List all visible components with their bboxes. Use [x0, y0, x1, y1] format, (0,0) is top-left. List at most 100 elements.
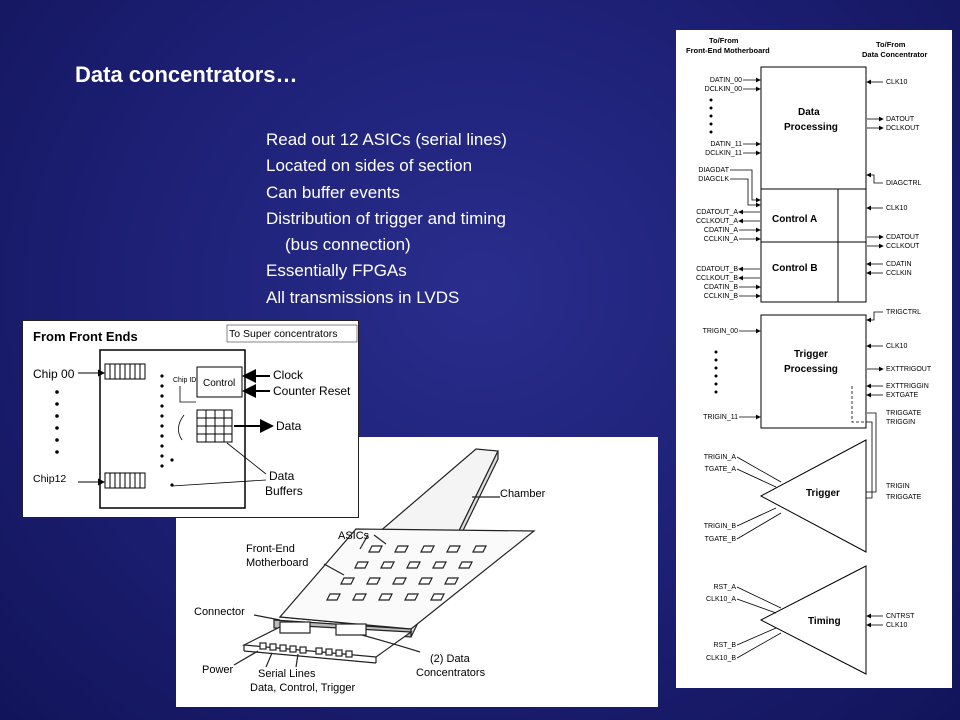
- concentrator-schematic: To/From Front-End Motherboard To/From Da…: [686, 36, 932, 675]
- motherboard-label: Motherboard: [246, 557, 308, 569]
- chip-00-label: Chip 00: [33, 367, 75, 381]
- control-a-block: [760, 188, 867, 243]
- motherboard: [278, 528, 536, 630]
- signal-label: DATIN_11: [710, 141, 742, 148]
- trigger-label: Trigger: [806, 488, 840, 499]
- data-processing-sub-label: Processing: [784, 122, 838, 133]
- signal-label: EXTGATE: [886, 392, 918, 399]
- serial-lines-sub-label: Data, Control, Trigger: [250, 682, 355, 694]
- signal-label: TGATE_A: [705, 466, 737, 473]
- signal-label: CLK10_B: [706, 655, 736, 662]
- signal-label: CCLKOUT_A: [696, 218, 738, 225]
- signal-label: CCLKIN_A: [704, 236, 739, 243]
- asic-grid: [326, 545, 487, 601]
- data-buffers-label: Data: [269, 469, 295, 483]
- clock-label: Clock: [273, 368, 304, 382]
- header-right: To/From: [876, 40, 906, 49]
- header-left: To/From: [709, 36, 739, 45]
- signal-label: DCLKOUT: [886, 125, 920, 132]
- serial-lines-label: Serial Lines: [258, 668, 316, 680]
- concentrator-chip: [335, 623, 367, 636]
- slide-title: Data concentrators…: [75, 62, 298, 87]
- signal-label: CCLKOUT_B: [696, 275, 738, 282]
- asics-label: ASICs: [338, 530, 370, 542]
- signal-label: EXTTRIGGIN: [886, 383, 929, 390]
- bullet-item: All transmissions in LVDS: [266, 287, 460, 307]
- block-diagram: To Super concentrators From Front Ends C…: [22, 320, 359, 518]
- data-buffers-sub-label: Buffers: [265, 484, 303, 498]
- signal-label: DIAGCLK: [698, 176, 729, 183]
- trigger-processing-sub-label: Processing: [784, 364, 838, 375]
- chamber-label: Chamber: [500, 488, 546, 500]
- signal-label: CLK10_A: [706, 596, 736, 603]
- signal-label: EXTTRIGOUT: [886, 366, 932, 373]
- bullet-item: Read out 12 ASICs (serial lines): [266, 130, 507, 149]
- signal-label: TRIGIN: [886, 483, 910, 490]
- header-right-sub: Data Concentrator: [862, 50, 928, 59]
- data-processing-block: [760, 66, 867, 190]
- signal-label: DCLKIN_11: [705, 150, 742, 157]
- signal-label: DATOUT: [886, 116, 915, 123]
- signal-label: RST_A: [713, 584, 736, 591]
- signal-label: RST_B: [713, 642, 736, 649]
- signal-label: CLK10: [886, 79, 908, 86]
- chip-id-label: Chip ID: [173, 377, 196, 384]
- signal-label: CLK10: [886, 343, 908, 350]
- signal-label: TGATE_B: [705, 536, 737, 543]
- data-processing-label: Data: [798, 107, 820, 118]
- concentrators-label: (2) Data: [430, 653, 471, 665]
- signal-label: CCLKIN_B: [704, 293, 739, 300]
- header-left-sub: Front-End Motherboard: [686, 46, 770, 55]
- bullet-item: Essentially FPGAs: [266, 261, 407, 281]
- signal-label: TRIGGATE: [886, 410, 922, 417]
- signal-label: TRIGIN_A: [704, 454, 737, 461]
- signal-label: DIAGCTRL: [886, 180, 922, 187]
- bullet-item: Can buffer events: [266, 182, 400, 202]
- signal-label: TRIGIN_11: [703, 414, 738, 421]
- connector-label: Connector: [194, 606, 245, 618]
- signal-label: CDATOUT_A: [696, 209, 738, 216]
- power-label: Power: [202, 664, 234, 676]
- trigger-processing-block: [760, 314, 867, 429]
- signal-label: CDATOUT_B: [696, 266, 738, 273]
- concentrator-chip: [279, 621, 311, 634]
- trigger-processing-label: Trigger: [794, 349, 828, 360]
- signal-label: CDATIN_A: [704, 227, 738, 234]
- timing-label: Timing: [808, 616, 841, 627]
- timing-block: [759, 565, 867, 675]
- signal-label: TRIGIN_B: [704, 523, 737, 530]
- chamber-diagram-panel: Chamber ASICs Front-End Motherboard Conn…: [176, 437, 658, 707]
- bullet-item: Distribution of trigger and timing: [266, 208, 507, 228]
- signal-label: CCLKIN: [886, 270, 912, 277]
- signal-label: CNTRST: [886, 613, 915, 620]
- block-diagram-panel: To Super concentrators From Front Ends C…: [22, 320, 359, 518]
- signal-label: DATIN_00: [710, 77, 742, 84]
- signal-label: DCLKIN_00: [705, 86, 742, 93]
- concentrators-sub-label: Concentrators: [416, 667, 486, 679]
- super-concentrators-label: To Super concentrators: [229, 328, 338, 340]
- signal-label: TRIGIN_00: [703, 328, 739, 335]
- signal-label: CDATIN_B: [704, 284, 738, 291]
- front-end-label: Front-End: [246, 543, 295, 555]
- control-a-label: Control A: [772, 214, 817, 225]
- bullet-item: (bus connection): [285, 235, 411, 255]
- signal-label: TRIGCTRL: [886, 309, 921, 316]
- signal-label: CLK10: [886, 622, 908, 629]
- signal-label: CDATIN: [886, 261, 912, 268]
- bullet-list: Read out 12 ASICs (serial lines) Located…: [266, 127, 507, 311]
- signal-label: CCLKOUT: [886, 243, 920, 250]
- control-b-label: Control B: [772, 263, 818, 274]
- trigger-block: [759, 439, 867, 553]
- data-label: Data: [276, 419, 302, 433]
- counter-reset-label: Counter Reset: [273, 384, 351, 398]
- bullet-item: Located on sides of section: [266, 156, 473, 176]
- signal-label: TRIGGATE: [886, 494, 922, 501]
- signal-label: TRIGGIN: [886, 419, 915, 426]
- signal-label: CLK10: [886, 205, 908, 212]
- front-ends-label: From Front Ends: [33, 329, 138, 344]
- chip-12-label: Chip12: [33, 473, 66, 485]
- signal-label: DIAGDAT: [698, 167, 729, 174]
- control-b-block: [760, 241, 867, 303]
- signal-label: CDATOUT: [886, 234, 920, 241]
- control-label: Control: [203, 378, 235, 389]
